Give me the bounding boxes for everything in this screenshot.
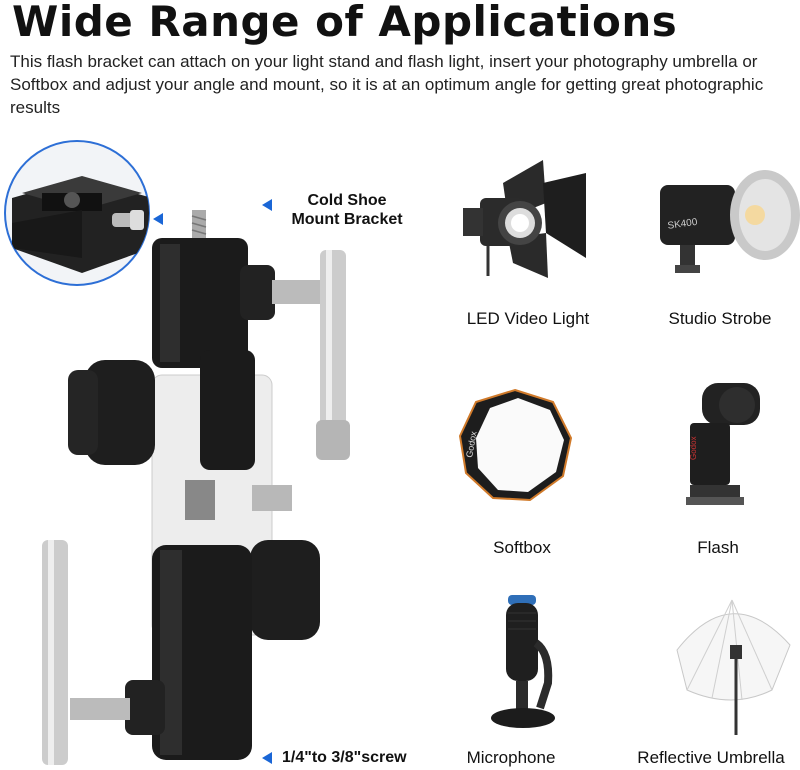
- label-reflective-umbrella: Reflective Umbrella: [637, 748, 785, 767]
- label-flash: Flash: [697, 538, 739, 557]
- softbox-icon: Godox: [458, 388, 573, 502]
- led-video-light-icon: [463, 160, 586, 278]
- svg-text:SK400: SK400: [667, 217, 699, 232]
- page-title: Wide Range of Applications: [12, 0, 678, 46]
- label-softbox: Softbox: [493, 538, 551, 557]
- microphone-icon: [491, 595, 555, 728]
- description-text: This flash bracket can attach on your li…: [10, 52, 764, 117]
- label-microphone: Microphone: [466, 748, 556, 767]
- label-led-video-light: LED Video Light: [466, 309, 590, 328]
- callout-arrow-top: [262, 199, 272, 211]
- callout-screw: 1/4"to 3/8"screw: [282, 749, 407, 766]
- cold-shoe-detail-image: [4, 140, 150, 286]
- label-studio-strobe: Studio Strobe: [668, 309, 772, 328]
- callout-arrow-detail: [153, 213, 163, 225]
- flash-bracket-image: [42, 210, 350, 765]
- callout-cold-shoe: Cold Shoe Mount Bracket: [291, 192, 403, 228]
- svg-text:Godox: Godox: [464, 430, 479, 458]
- studio-strobe-icon: SK400: [660, 170, 800, 273]
- flash-icon: Godox: [686, 383, 760, 505]
- svg-text:Godox: Godox: [689, 436, 698, 460]
- callout-arrow-bottom: [262, 752, 272, 764]
- umbrella-icon: [676, 599, 791, 735]
